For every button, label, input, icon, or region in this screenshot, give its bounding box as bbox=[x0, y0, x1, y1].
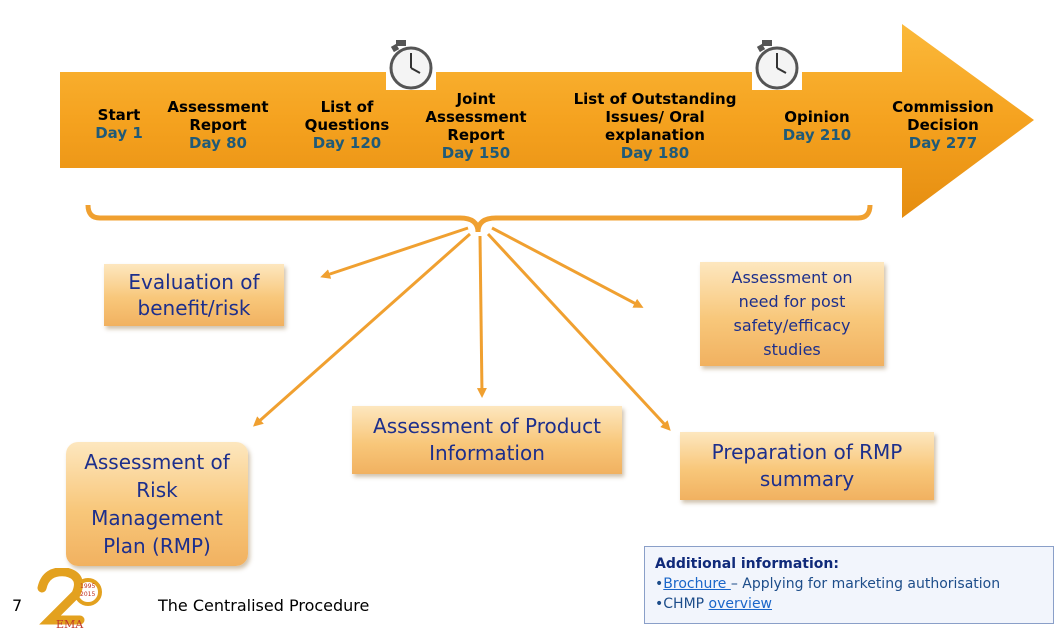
svg-text:1995: 1995 bbox=[80, 583, 95, 590]
brochure-link[interactable]: Brochure bbox=[663, 576, 731, 592]
slide-number: 7 bbox=[12, 596, 23, 615]
box-product-information: Assessment of Product Information bbox=[352, 406, 622, 474]
step-joint-assessment-report: Joint Assessment Report Day 150 bbox=[425, 90, 527, 162]
additional-info-title: Additional information: bbox=[655, 556, 839, 572]
additional-info-panel: Additional information: •Brochure – Appl… bbox=[644, 546, 1054, 624]
svg-text:2015: 2015 bbox=[80, 591, 95, 598]
info-item-chmp: •CHMP overview bbox=[655, 596, 773, 612]
box-risk-management-plan: Assessment of Risk Management Plan (RMP) bbox=[66, 442, 248, 566]
step-list-of-questions: List of Questions Day 120 bbox=[304, 98, 390, 152]
connector-product bbox=[476, 235, 487, 398]
svg-text:EMA: EMA bbox=[56, 618, 84, 630]
connector-rmp-summary bbox=[486, 232, 671, 431]
footer-title: The Centralised Procedure bbox=[158, 596, 370, 615]
connector-post bbox=[491, 226, 644, 308]
connector-rmp bbox=[253, 232, 471, 427]
box-post-studies: Assessment on need for post safety/effic… bbox=[700, 262, 884, 366]
connector-benefit bbox=[320, 226, 469, 279]
stopwatch-icon bbox=[752, 40, 802, 90]
stopwatch-icon bbox=[386, 40, 436, 90]
ema-20-years-logo: 1995 2015 EMA bbox=[37, 568, 102, 630]
info-item-brochure: •Brochure – Applying for marketing autho… bbox=[655, 576, 1001, 592]
step-opinion: Opinion Day 210 bbox=[782, 108, 852, 144]
box-evaluation-benefit-risk: Evaluation of benefit/risk bbox=[104, 264, 284, 326]
step-list-of-outstanding-issues: List of Outstanding Issues/ Oral explana… bbox=[573, 90, 737, 162]
step-assessment-report: Assessment Report Day 80 bbox=[167, 98, 269, 152]
bracket bbox=[85, 204, 873, 233]
step-start: Start Day 1 bbox=[95, 106, 143, 142]
box-rmp-summary: Preparation of RMP summary bbox=[680, 432, 934, 500]
chmp-overview-link[interactable]: overview bbox=[708, 596, 773, 612]
step-commission-decision: Commission Decision Day 277 bbox=[892, 98, 994, 152]
